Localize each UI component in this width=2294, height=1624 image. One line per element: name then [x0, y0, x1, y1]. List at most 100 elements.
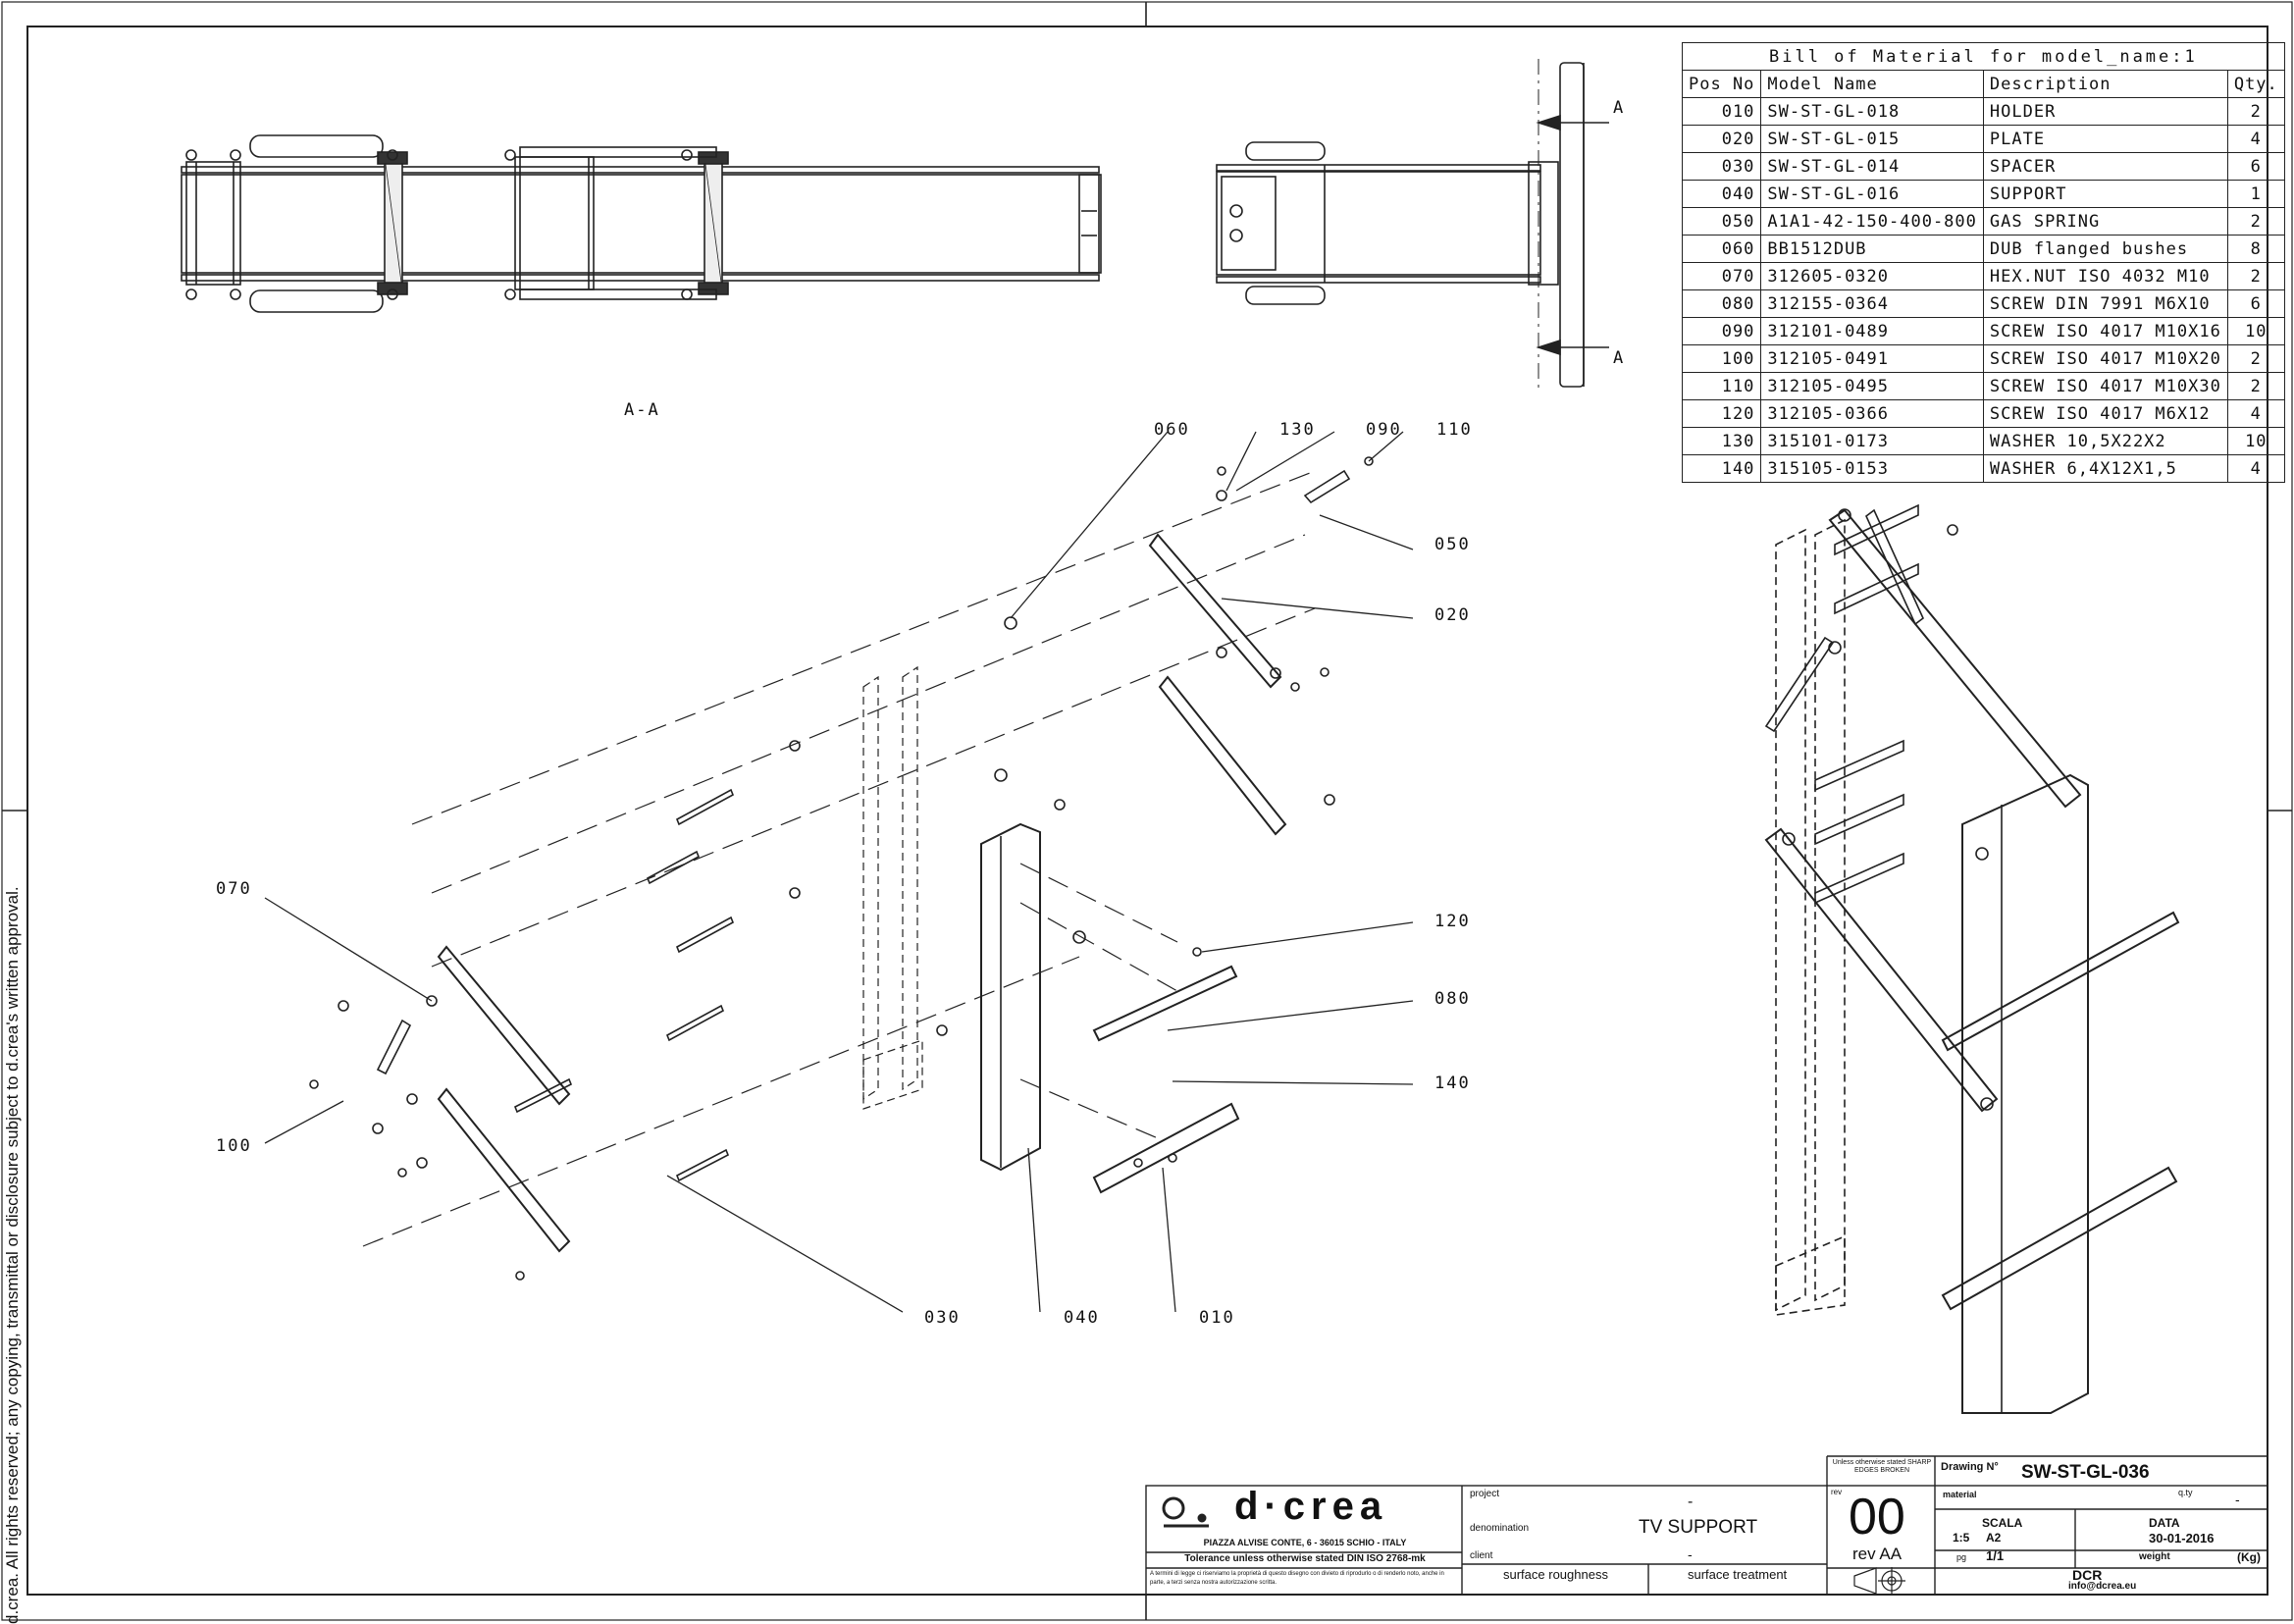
callout-070: 070: [216, 879, 252, 899]
title-block-frame: [1145, 1455, 2268, 1596]
callout-040: 040: [1064, 1308, 1100, 1328]
bom-cell-qty: 10: [2226, 317, 2285, 345]
bom-cell-desc: PLATE: [1982, 125, 2228, 153]
section-label: A-A: [624, 400, 660, 420]
callout-100: 100: [216, 1136, 252, 1156]
bom-cell-model: SW-ST-GL-018: [1760, 97, 1984, 126]
rev-value: 00: [1849, 1489, 1905, 1545]
bom-cell-model: A1A1-42-150-400-800: [1760, 207, 1984, 236]
qty-label: q.ty: [2178, 1488, 2193, 1497]
bom-header-model: Model Name: [1760, 70, 1984, 98]
copyright-note: d.crea. All rights reserved; any copying…: [3, 886, 22, 1624]
bom-cell-qty: 2: [2226, 344, 2285, 373]
bom-header-qty: Qty.: [2226, 70, 2285, 98]
bom-cell-model: 312105-0366: [1760, 399, 1984, 428]
bom-cell-desc: SCREW ISO 4017 M10X20: [1982, 344, 2228, 373]
bom-cell-pos: 080: [1681, 289, 1762, 318]
bom-cell-model: 312605-0320: [1760, 262, 1984, 290]
company-email: info@dcrea.eu: [2068, 1581, 2137, 1592]
bom-cell-qty: 2: [2226, 207, 2285, 236]
bom-cell-model: SW-ST-GL-016: [1760, 180, 1984, 208]
callout-010: 010: [1199, 1308, 1235, 1328]
denomination-value: TV SUPPORT: [1639, 1517, 1758, 1538]
callout-080: 080: [1434, 989, 1471, 1009]
bill-of-material-table: Bill of Material for model_name:1 Pos No…: [1681, 42, 2285, 483]
drawing-no-label: Drawing N°: [1941, 1461, 1999, 1473]
bom-cell-model: 312155-0364: [1760, 289, 1984, 318]
bom-cell-pos: 130: [1681, 427, 1762, 455]
bom-cell-qty: 4: [2226, 454, 2285, 483]
edges-note: Unless otherwise stated SHARP EDGES BROK…: [1832, 1459, 1932, 1474]
client-label: client: [1470, 1550, 1493, 1561]
cut-label-top: A: [1613, 98, 1626, 118]
bom-cell-desc: SCREW DIN 7991 M6X10: [1982, 289, 2228, 318]
bom-cell-qty: 8: [2226, 235, 2285, 263]
company-code: DCR: [2072, 1567, 2103, 1583]
cut-label-bottom: A: [1613, 348, 1626, 368]
bom-cell-model: 312105-0495: [1760, 372, 1984, 400]
side-view: [1216, 59, 1609, 393]
bom-cell-pos: 050: [1681, 207, 1762, 236]
bom-cell-model: 315105-0153: [1760, 454, 1984, 483]
pg-value: 1/1: [1986, 1548, 2005, 1563]
bom-cell-pos: 020: [1681, 125, 1762, 153]
bom-cell-model: 312101-0489: [1760, 317, 1984, 345]
bom-cell-qty: 10: [2226, 427, 2285, 455]
bom-cell-model: BB1512DUB: [1760, 235, 1984, 263]
dcrea-logo-icon: [1162, 1496, 1209, 1528]
bom-cell-pos: 070: [1681, 262, 1762, 290]
bom-cell-qty: 6: [2226, 289, 2285, 318]
bom-cell-desc: DUB flanged bushes: [1982, 235, 2228, 263]
callout-060: 060: [1154, 420, 1190, 440]
drawing-no: SW-ST-GL-036: [2021, 1462, 2150, 1483]
callout-020: 020: [1434, 605, 1471, 625]
bom-cell-qty: 4: [2226, 399, 2285, 428]
bom-cell-desc: SCREW ISO 4017 M10X16: [1982, 317, 2228, 345]
company-logo: d·crea: [1234, 1485, 1388, 1528]
bom-cell-desc: SUPPORT: [1982, 180, 2228, 208]
callout-130: 130: [1279, 420, 1316, 440]
scala-label: SCALA: [1982, 1516, 2023, 1530]
bom-cell-qty: 1: [2226, 180, 2285, 208]
format-value: A2: [1986, 1531, 2002, 1545]
bom-cell-qty: 4: [2226, 125, 2285, 153]
bom-cell-desc: GAS SPRING: [1982, 207, 2228, 236]
bom-cell-desc: SCREW ISO 4017 M6X12: [1982, 399, 2228, 428]
callout-110: 110: [1436, 420, 1473, 440]
project-label: project: [1470, 1489, 1500, 1499]
rev-label: rev: [1831, 1488, 1843, 1496]
client-value: -: [1688, 1546, 1693, 1562]
scala-value: 1:5: [1953, 1531, 1970, 1545]
bom-cell-pos: 060: [1681, 235, 1762, 263]
weight-unit: (Kg): [2237, 1550, 2261, 1564]
isometric-view: [1764, 503, 2180, 1414]
callout-140: 140: [1434, 1074, 1471, 1093]
bom-cell-model: 315101-0173: [1760, 427, 1984, 455]
bom-cell-desc: WASHER 6,4X12X1,5: [1982, 454, 2228, 483]
material-label: material: [1943, 1490, 1977, 1499]
rev-sub: rev AA: [1852, 1545, 1903, 1563]
bom-cell-pos: 110: [1681, 372, 1762, 400]
bom-cell-qty: 2: [2226, 372, 2285, 400]
bom-cell-qty: 6: [2226, 152, 2285, 181]
bom-cell-model: SW-ST-GL-015: [1760, 125, 1984, 153]
bom-cell-pos: 040: [1681, 180, 1762, 208]
denomination-label: denomination: [1470, 1523, 1530, 1534]
projection-symbol-icon: [1853, 1567, 1905, 1595]
data-value: 30-01-2016: [2149, 1531, 2215, 1545]
bom-cell-desc: HOLDER: [1982, 97, 2228, 126]
bom-title: Bill of Material for model_name:1: [1682, 42, 2285, 71]
bom-cell-pos: 010: [1681, 97, 1762, 126]
